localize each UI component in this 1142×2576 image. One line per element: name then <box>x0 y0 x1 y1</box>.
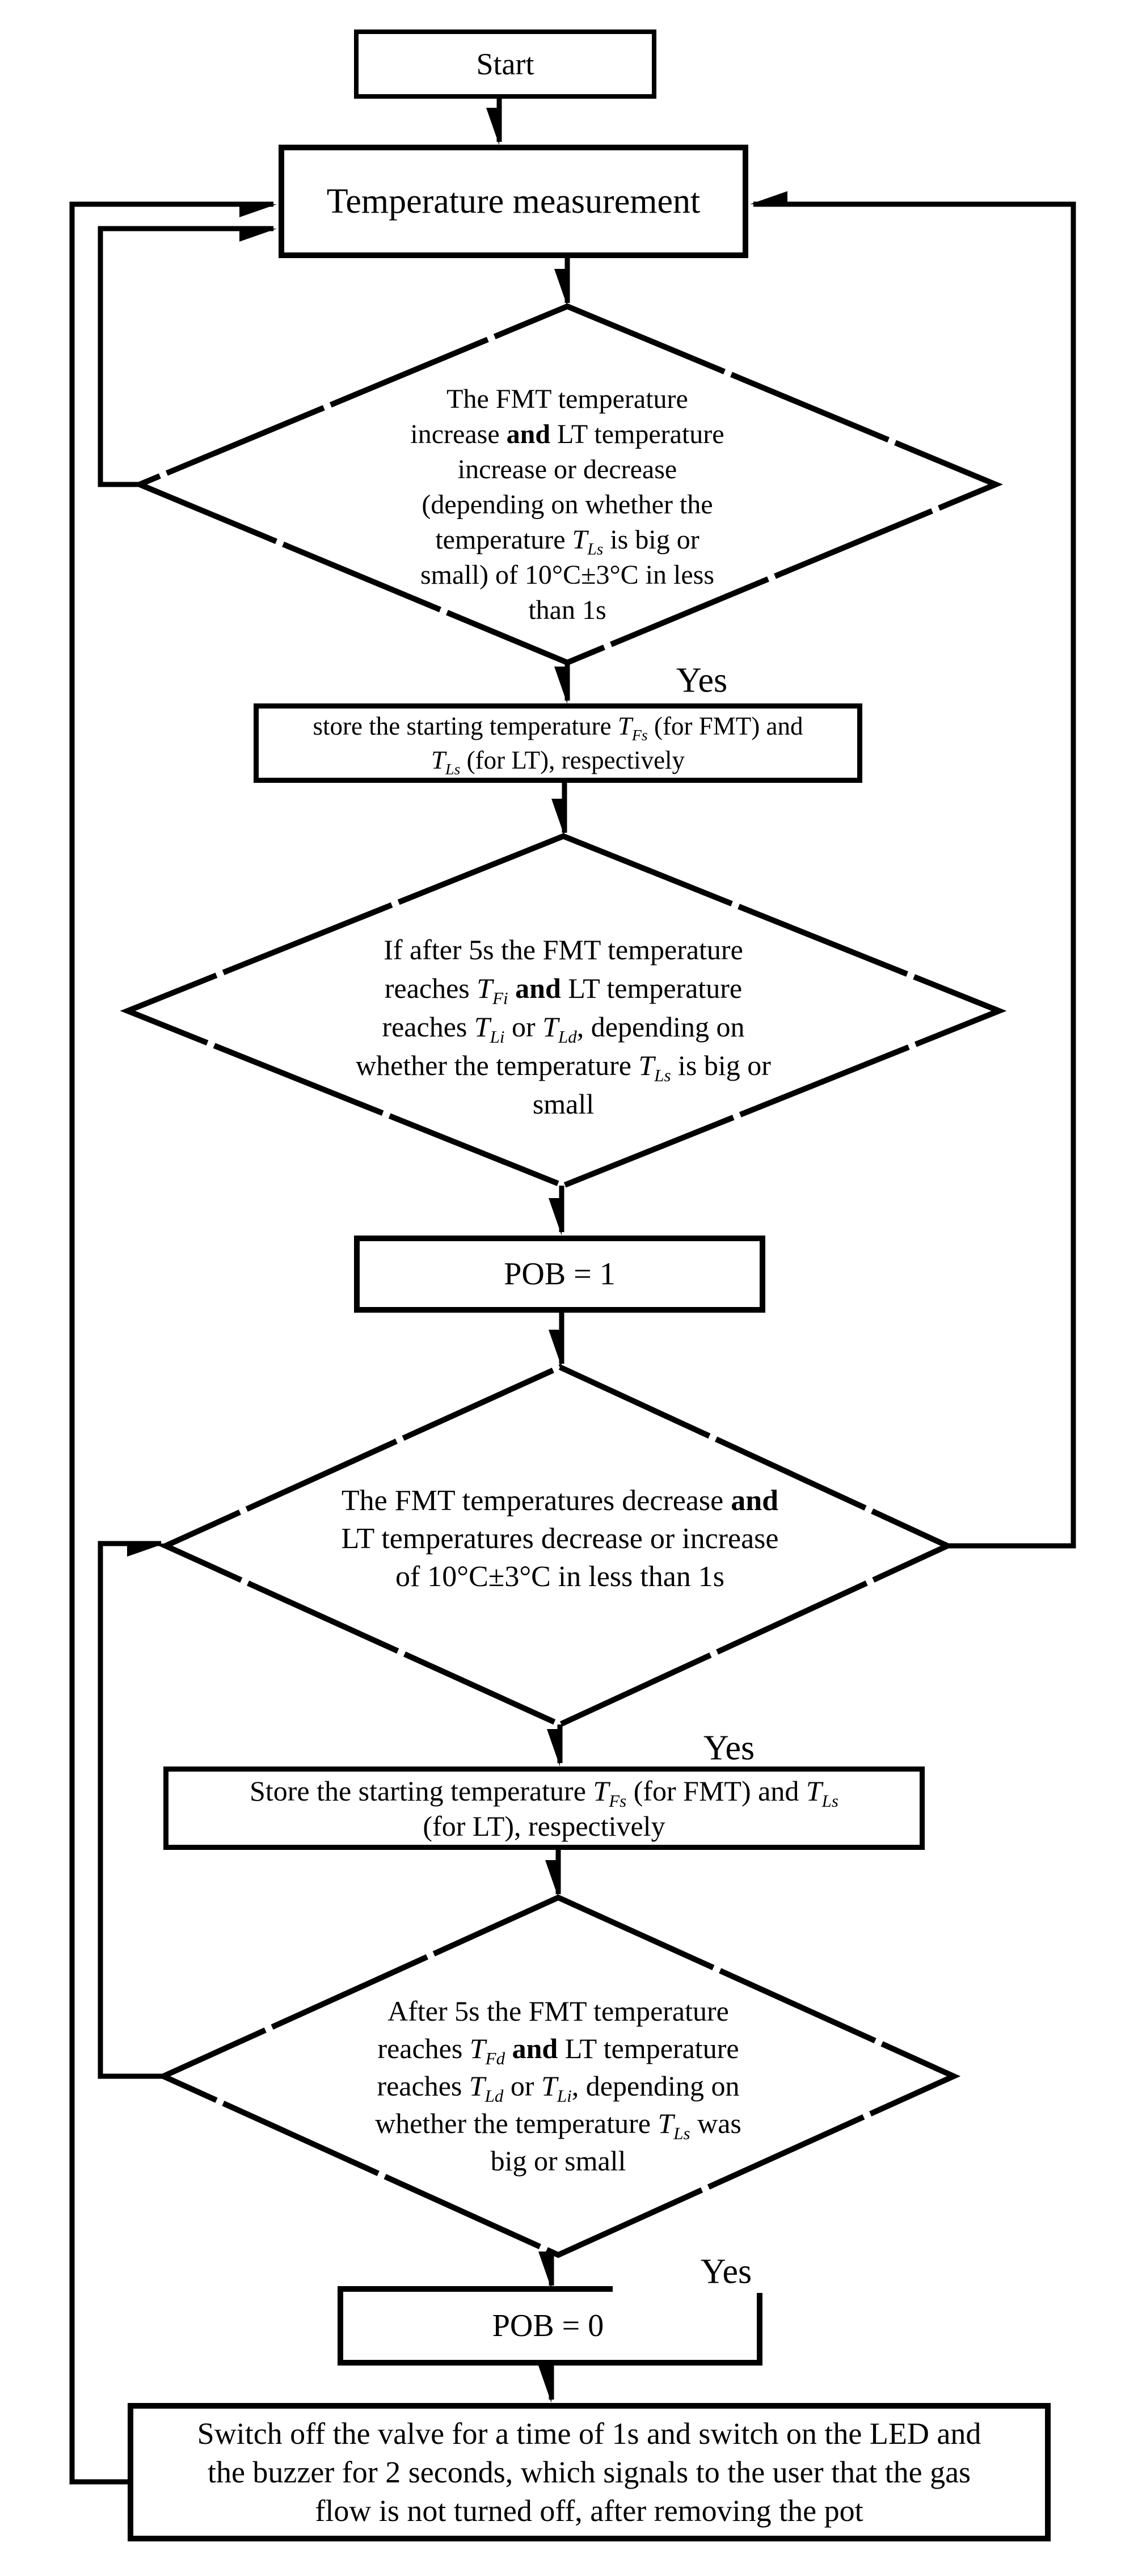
yes-label-1: Yes <box>676 661 728 700</box>
decision-2-text: If after 5s the FMT temperature reaches … <box>356 934 771 1120</box>
store-start-temp-box-1: store the starting temperature TFs (for … <box>254 703 862 783</box>
pob-0-label: POB = 0 <box>492 2308 604 2343</box>
yes-label-2: Yes <box>703 1728 755 1768</box>
loop-d1-to-temp <box>98 226 273 487</box>
loop-d4-to-d3 <box>98 1541 163 2079</box>
switch-off-valve-box: Switch off the valve for a time of 1s an… <box>128 2403 1051 2541</box>
store-start-temp-box-2: Store the starting temperature TFs (for … <box>163 1766 925 1850</box>
loop-d3-to-temp <box>753 204 1076 1549</box>
decision-3-diamond <box>158 1364 954 1728</box>
decision-2-diamond <box>120 833 1007 1189</box>
start-box: Start <box>354 29 656 99</box>
decision-4-text: After 5s the FMT temperature reaches TFd… <box>375 1995 741 2177</box>
decision-1-text: The FMT temperature increase and LT temp… <box>410 384 724 625</box>
decision-3-text: The FMT temperatures decrease and LT tem… <box>341 1485 779 1593</box>
pob-1-box: POB = 1 <box>354 1236 765 1313</box>
yes-label-3: Yes <box>700 2252 752 2291</box>
temperature-measurement-box: Temperature measurement <box>279 145 748 258</box>
decision-4-diamond <box>156 1894 961 2258</box>
start-label: Start <box>476 47 534 81</box>
temperature-measurement-label: Temperature measurement <box>326 182 701 221</box>
pob-1-label: POB = 1 <box>504 1257 616 1292</box>
loop-final-to-temp <box>69 201 273 2485</box>
